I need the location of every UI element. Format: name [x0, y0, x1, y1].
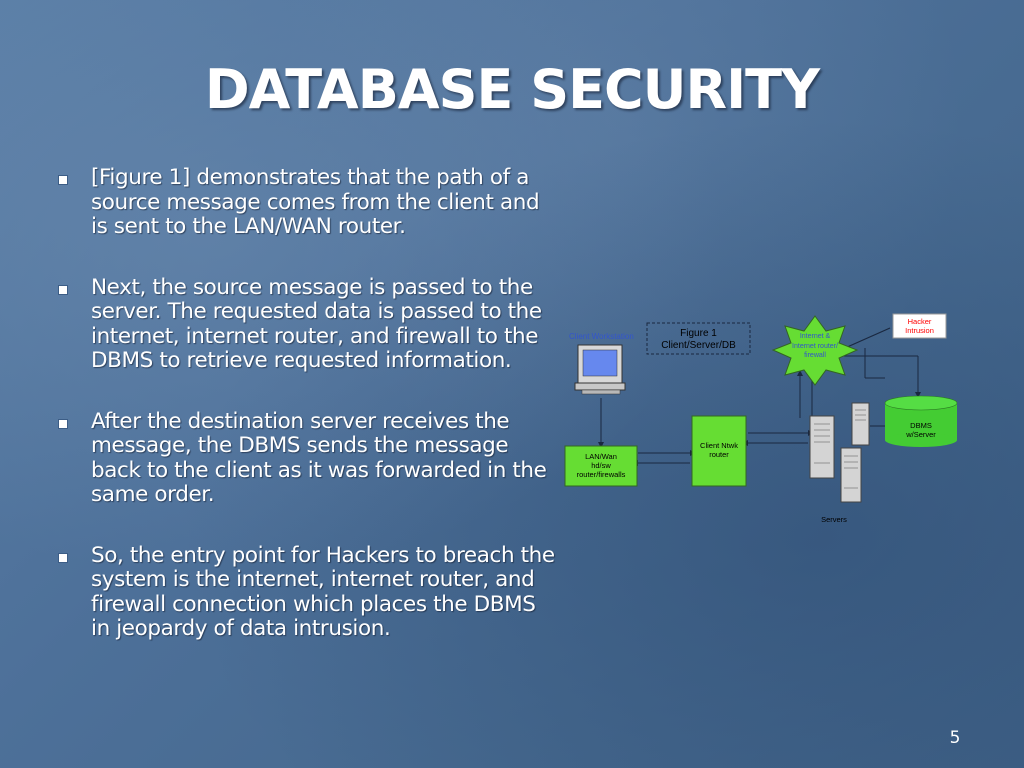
lan-wan-line2: hd/sw [591, 461, 611, 470]
figure-caption-line1: Figure 1 [680, 328, 717, 339]
bullet-item: Next, the source message is passed to th… [54, 274, 559, 374]
hacker-intrusion-box: Hacker Intrusion [892, 313, 947, 339]
hacker-line1: Hacker [908, 317, 932, 326]
starburst-icon [771, 315, 859, 386]
internet-line3: firewall [804, 352, 826, 359]
lan-wan-router-box: LAN/Wan hd/sw router/firewalls [564, 445, 638, 487]
server-tower-icon [840, 447, 862, 503]
lan-wan-box [564, 445, 638, 487]
server-tower-body [851, 402, 870, 446]
slide-title: DATABASE SECURITY [204, 58, 820, 121]
bullet-text: [Figure 1] demonstrates that the path of… [91, 165, 540, 239]
client-network-router-box: Client Ntwk router [691, 415, 747, 487]
connection-lines [600, 348, 919, 464]
lan-wan-line3: router/firewalls [577, 470, 626, 479]
server-tower-icon [809, 415, 835, 479]
server-tower-body [840, 447, 862, 503]
bullet-text: So, the entry point for Hackers to breac… [91, 542, 555, 641]
bullet-item: So, the entry point for Hackers to breac… [54, 542, 559, 642]
internet-line1: Internet & [800, 333, 831, 340]
square-bullet-icon [58, 418, 68, 429]
square-bullet-icon [58, 284, 68, 295]
connector-line [844, 327, 891, 349]
lan-wan-line1: LAN/Wan [585, 452, 617, 461]
internet-line2: Internet router/ [792, 343, 838, 350]
server-tower-body [809, 415, 835, 479]
bullet-text: After the destination server receives th… [91, 408, 547, 507]
client-workstation: Client Workstation [569, 332, 634, 395]
arrow-down-icon [598, 442, 604, 448]
client-router-line2: router [709, 450, 729, 459]
dbms-line2: w/Server [905, 430, 936, 439]
dbms-line1: DBMS [910, 421, 932, 430]
servers-group: Servers [809, 402, 870, 524]
arrowheads [598, 370, 921, 466]
database-cylinder-top [884, 395, 958, 411]
figure-caption-box: Figure 1 Client/Server/DB [646, 322, 751, 355]
client-workstation-label: Client Workstation [569, 332, 634, 341]
caption-border [646, 322, 751, 355]
client-router-line1: Client Ntwk [700, 441, 738, 450]
client-router-box [691, 415, 747, 487]
servers-label: Servers [821, 515, 847, 524]
server-tower-icon [851, 402, 870, 446]
keyboard-base [574, 382, 626, 391]
database-cylinder-bottom [885, 433, 957, 447]
dbms-server-cylinder: DBMS w/Server [884, 395, 958, 447]
square-bullet-icon [58, 175, 68, 185]
bullet-item: [Figure 1] demonstrates that the path of… [54, 165, 559, 240]
hacker-box [892, 313, 947, 339]
figure-caption-line2: Client/Server/DB [661, 340, 736, 351]
monitor-screen [582, 349, 618, 377]
square-bullet-icon [58, 552, 68, 563]
keyboard-front [581, 389, 621, 395]
bullet-item: After the destination server receives th… [54, 408, 559, 508]
client-server-db-figure: Figure 1 Client/Server/DB Client Worksta… [560, 308, 960, 528]
bullet-list: [Figure 1] demonstrates that the path of… [54, 165, 559, 642]
hacker-line2: Intrusion [905, 326, 934, 335]
page-number: 5 [949, 728, 961, 748]
arrow-down-icon [915, 392, 921, 398]
computer-icon [574, 344, 626, 395]
bullet-text: Next, the source message is passed to th… [91, 274, 542, 373]
internet-router-firewall: Internet & Internet router/ firewall [771, 315, 859, 386]
arrow-up-icon [797, 370, 803, 376]
